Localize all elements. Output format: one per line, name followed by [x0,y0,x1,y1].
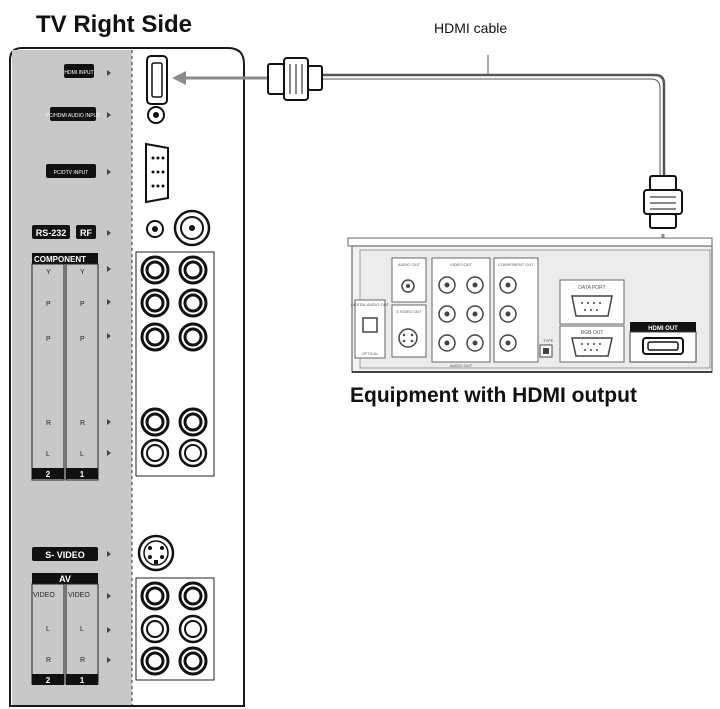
hdmi-plug-right [643,175,683,229]
svg-text:VIDEO OUT: VIDEO OUT [450,262,473,267]
audio-input-label: PC/HDMI AUDIO INPUT [46,107,100,121]
svg-text:VIDEO: VIDEO [68,592,90,599]
s-video-connector [137,534,175,572]
svg-text:OPTICAL: OPTICAL [361,351,379,356]
svg-text:L: L [80,451,84,458]
svg-text:DATA PORT: DATA PORT [578,285,606,291]
s-video-out-jack: S VIDEO OUT [391,304,427,358]
svg-text:P: P [80,301,85,308]
svg-text:L: L [46,451,50,458]
video-audio-rca-block: VIDEO OUT AUDIO OUT [431,257,491,368]
hdmi-cable [320,55,666,178]
hdmi-out-port: HDMI OUT [629,322,697,363]
audio-out-jack: AUDIO OUT [391,257,427,303]
svg-text:VIDEO: VIDEO [33,592,55,599]
data-port: DATA PORT [559,279,625,325]
hdmi-input-label: HDMI INPUT [64,64,94,78]
svg-text:2: 2 [46,470,51,479]
svg-text:1: 1 [80,470,85,479]
hdmi-plug-left [267,57,323,101]
svg-text:RS-232: RS-232 [36,228,67,238]
svg-text:Y: Y [80,269,85,276]
digital-audio-out: DIGITAL AUDIO OUT OPTICAL [351,299,390,359]
svg-text:P: P [80,336,85,343]
rf-connector [173,209,211,247]
svg-text:PC/HDMI AUDIO INPUT: PC/HDMI AUDIO INPUT [46,113,100,119]
svg-text:TYPE: TYPE [543,338,554,343]
arrow-to-tv-hdmi [172,71,268,85]
svg-text:R: R [80,420,85,427]
svg-text:S VIDEO OUT: S VIDEO OUT [396,309,422,314]
tv-label-strip [12,50,132,705]
svg-text:Y: Y [46,269,51,276]
rgb-out-port: RGB OUT [559,325,625,363]
equipment-label: Equipment with HDMI output [350,384,637,407]
pc-input-label: PC/DTV INPUT [46,164,96,178]
svg-text:L: L [46,626,50,633]
svg-text:R: R [80,657,85,664]
audio-input-jack [147,106,165,124]
tv-panel [9,47,245,707]
hdmi-input-port [146,55,168,105]
svg-text:P: P [46,336,51,343]
svg-text:RGB OUT: RGB OUT [581,330,604,336]
cable-label: HDMI cable [434,20,507,36]
svg-text:AUDIO OUT: AUDIO OUT [450,363,473,368]
svg-text:S- VIDEO: S- VIDEO [45,550,85,560]
component-block: COMPONENT Y Y P P P P R R L L 2 1 [31,253,99,481]
svg-text:HDMI OUT: HDMI OUT [648,326,678,332]
component-jack-box [135,251,215,477]
svg-text:COMPONENT OUT: COMPONENT OUT [498,262,534,267]
component-jacks [140,255,208,468]
svg-text:COMPONENT: COMPONENT [34,255,86,264]
svg-text:AUDIO OUT: AUDIO OUT [398,262,421,267]
svg-text:AV: AV [59,574,71,584]
svg-text:L: L [80,626,84,633]
rf-label: RF [76,225,96,239]
type-switch: TYPE [539,338,554,358]
svg-text:R: R [46,657,51,664]
av-jacks [140,581,208,676]
svg-text:DIGITAL AUDIO OUT: DIGITAL AUDIO OUT [351,302,390,307]
rs232-label: RS-232 [32,225,70,239]
svg-text:2: 2 [46,676,51,685]
s-video-label: S- VIDEO [32,547,98,561]
title: TV Right Side [36,11,192,38]
svg-text:RF: RF [80,228,92,238]
rs232-jack [146,220,164,238]
svg-text:P: P [46,301,51,308]
svg-text:R: R [46,420,51,427]
svg-text:PC/DTV INPUT: PC/DTV INPUT [54,170,89,176]
av-jack-box [135,577,215,681]
strip-arrows [107,70,111,663]
av-block: AV VIDEO VIDEO L L R R 2 1 [31,573,99,685]
svg-text:1: 1 [80,676,85,685]
component-out-block: COMPONENT OUT [493,257,539,363]
pc-input-port [145,142,169,204]
svg-text:HDMI INPUT: HDMI INPUT [64,70,93,76]
